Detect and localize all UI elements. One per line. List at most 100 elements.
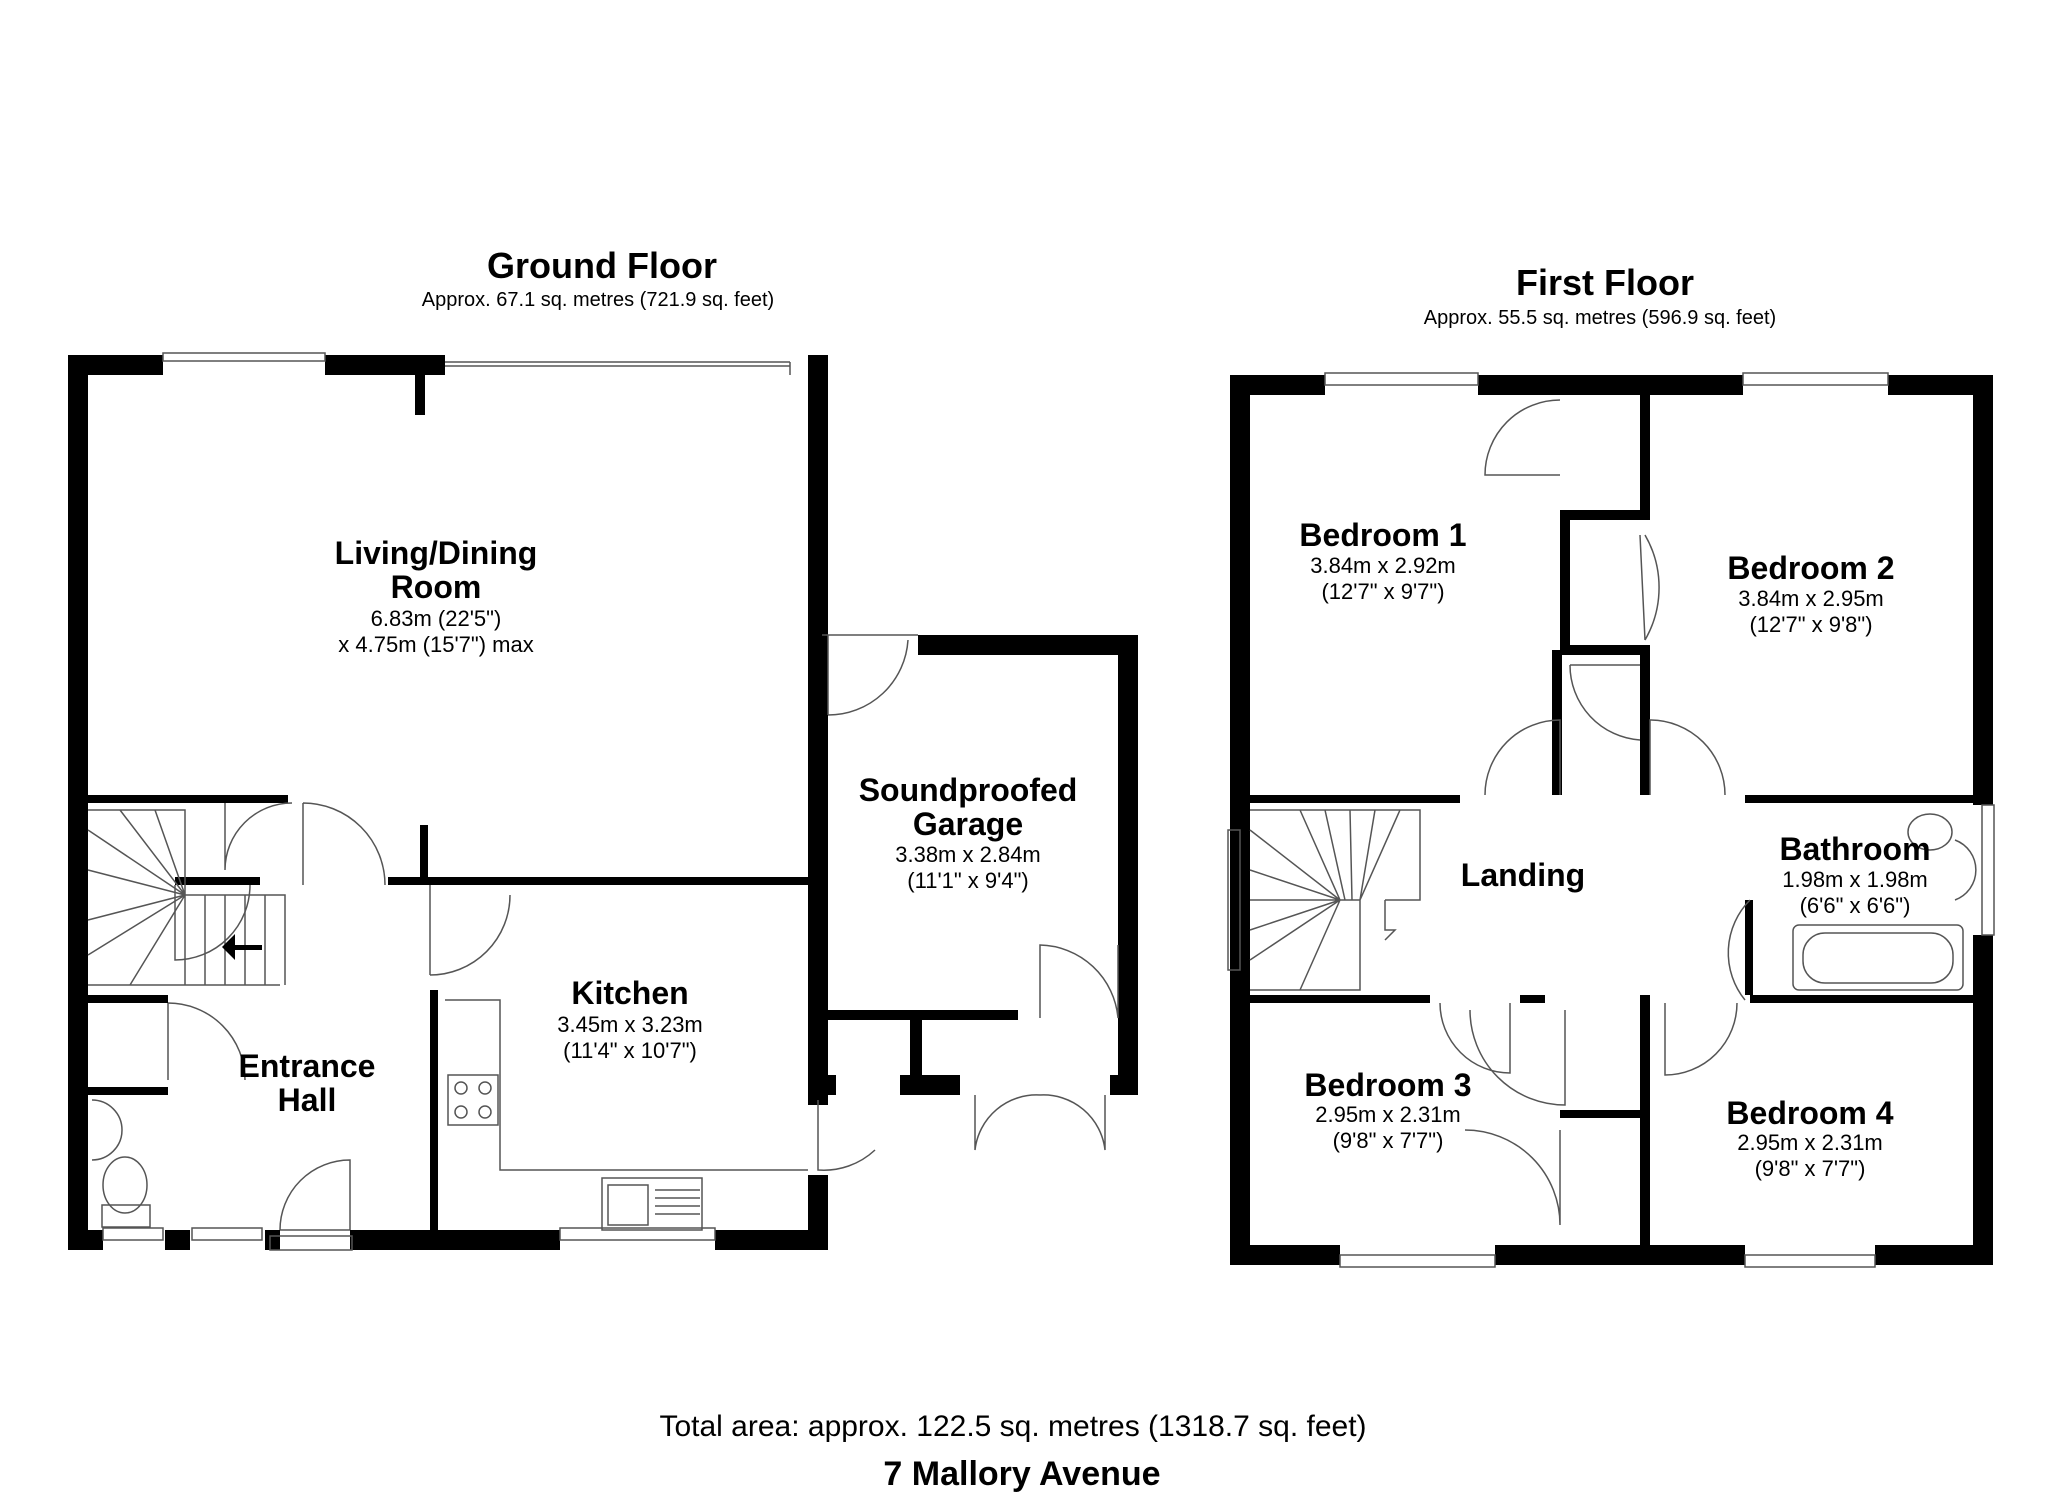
wall	[1750, 995, 1973, 1003]
wall	[415, 375, 425, 415]
kitchen-worktop	[445, 999, 808, 1171]
wall	[1495, 1245, 1745, 1265]
bedroom-4-name: Bedroom 4	[1726, 1095, 1894, 1131]
door-swing	[1639, 534, 1660, 641]
window	[1744, 1254, 1876, 1268]
wall	[68, 1230, 103, 1250]
landing-name: Landing	[1460, 857, 1586, 893]
toilet	[102, 1156, 148, 1214]
wall	[1250, 995, 1430, 1003]
ground-floor-fixtures	[87, 352, 1119, 1251]
basin	[91, 1099, 123, 1161]
door-swing	[1469, 1009, 1566, 1106]
door-swing	[1569, 664, 1641, 741]
ground-floor-plan	[68, 355, 1138, 1250]
door-swing	[224, 802, 293, 871]
wall	[1230, 375, 1250, 1265]
door-swing	[429, 885, 511, 976]
wall	[1118, 635, 1138, 1095]
ground-floor-area: Approx. 67.1 sq. metres (721.9 sq. feet)	[421, 289, 775, 311]
wall	[325, 355, 445, 375]
wall	[88, 1087, 168, 1095]
bathroom-dims: 1.98m x 1.98m (6'6" x 6'6")	[1782, 867, 1928, 918]
garage-door-swing	[1039, 1094, 1106, 1151]
wall	[1640, 645, 1650, 795]
wall	[175, 877, 260, 885]
window	[559, 1227, 716, 1241]
garage-dims: 3.38m x 2.84m (11'1" x 9'4")	[895, 842, 1041, 893]
wall	[1875, 1245, 1993, 1265]
threshold	[269, 1235, 353, 1251]
bedroom-1-name: Bedroom 1	[1299, 517, 1467, 553]
kitchen-name: Kitchen	[571, 975, 689, 1011]
door-swing	[1439, 1002, 1511, 1074]
door-swing	[174, 884, 251, 961]
window	[1742, 372, 1889, 386]
wall	[1640, 395, 1650, 515]
total-area: Total area: approx. 122.5 sq. metres (13…	[659, 1410, 1367, 1443]
wall	[430, 990, 438, 1235]
wall	[165, 1230, 190, 1250]
first-floor-plan	[1230, 375, 1993, 1265]
window	[1324, 372, 1479, 386]
bedroom-1-dims: 3.84m x 2.92m (12'7" x 9'7")	[1310, 553, 1456, 604]
wall	[1745, 795, 1973, 803]
property-address: 7 Mallory Avenue	[883, 1455, 1161, 1493]
door-swing	[1649, 719, 1726, 796]
stair-direction-arrow-icon	[222, 934, 262, 960]
wall	[1640, 995, 1650, 1265]
door-swing	[1484, 399, 1561, 476]
wall	[715, 1230, 828, 1250]
wall	[1230, 1245, 1340, 1265]
window	[1981, 804, 1995, 936]
door-swing	[1727, 899, 1751, 1001]
wall	[1520, 995, 1545, 1003]
wall	[1745, 900, 1753, 995]
bedroom-3-dims: 2.95m x 2.31m (9'8" x 7'7")	[1315, 1102, 1461, 1153]
window	[1227, 829, 1241, 971]
first-floor-title: First Floor	[1516, 262, 1694, 303]
bedroom-2-dims: 3.84m x 2.95m (12'7" x 9'8")	[1738, 586, 1884, 637]
bedroom-2-name: Bedroom 2	[1727, 550, 1895, 586]
first-floor-fixtures	[1227, 372, 1995, 1268]
wall	[1230, 375, 1325, 395]
staircase	[1249, 809, 1421, 991]
wall	[265, 1230, 280, 1250]
bedroom-4-dims: 2.95m x 2.31m (9'8" x 7'7")	[1737, 1130, 1883, 1181]
wall	[818, 1010, 1018, 1020]
wall	[1560, 645, 1650, 655]
wall	[350, 1230, 560, 1250]
door-swing	[167, 1002, 246, 1081]
door-swing	[1484, 719, 1561, 796]
wall	[388, 877, 808, 885]
wall	[88, 995, 168, 1003]
wall	[1888, 375, 1993, 395]
bathroom-name: Bathroom	[1779, 831, 1931, 867]
door-swing	[302, 802, 386, 886]
wall	[1478, 375, 1743, 395]
wall	[68, 355, 88, 1250]
wall	[1250, 795, 1460, 803]
door-swing	[817, 1100, 876, 1171]
front-door-swing	[279, 1159, 351, 1231]
wall	[68, 355, 163, 375]
wall	[918, 635, 1138, 655]
door-swing	[1664, 1002, 1738, 1076]
garage-side-door	[822, 634, 918, 716]
wall	[808, 1075, 836, 1095]
wall	[900, 1075, 960, 1095]
garage-door-swing	[974, 1094, 1041, 1151]
first-floor-area: Approx. 55.5 sq. metres (596.9 sq. feet)	[1423, 307, 1777, 329]
wall	[910, 1018, 922, 1083]
sink	[601, 1177, 703, 1231]
hob	[447, 1074, 499, 1126]
entrance-hall-name: Entrance Hall	[238, 1048, 376, 1118]
wall	[420, 825, 428, 885]
wall	[1560, 510, 1650, 520]
wall	[1110, 1075, 1138, 1095]
wall	[1973, 935, 1993, 1265]
ground-floor-title: Ground Floor	[487, 245, 717, 286]
wall	[88, 795, 288, 803]
garage-name: Soundproofed Garage	[858, 772, 1078, 842]
